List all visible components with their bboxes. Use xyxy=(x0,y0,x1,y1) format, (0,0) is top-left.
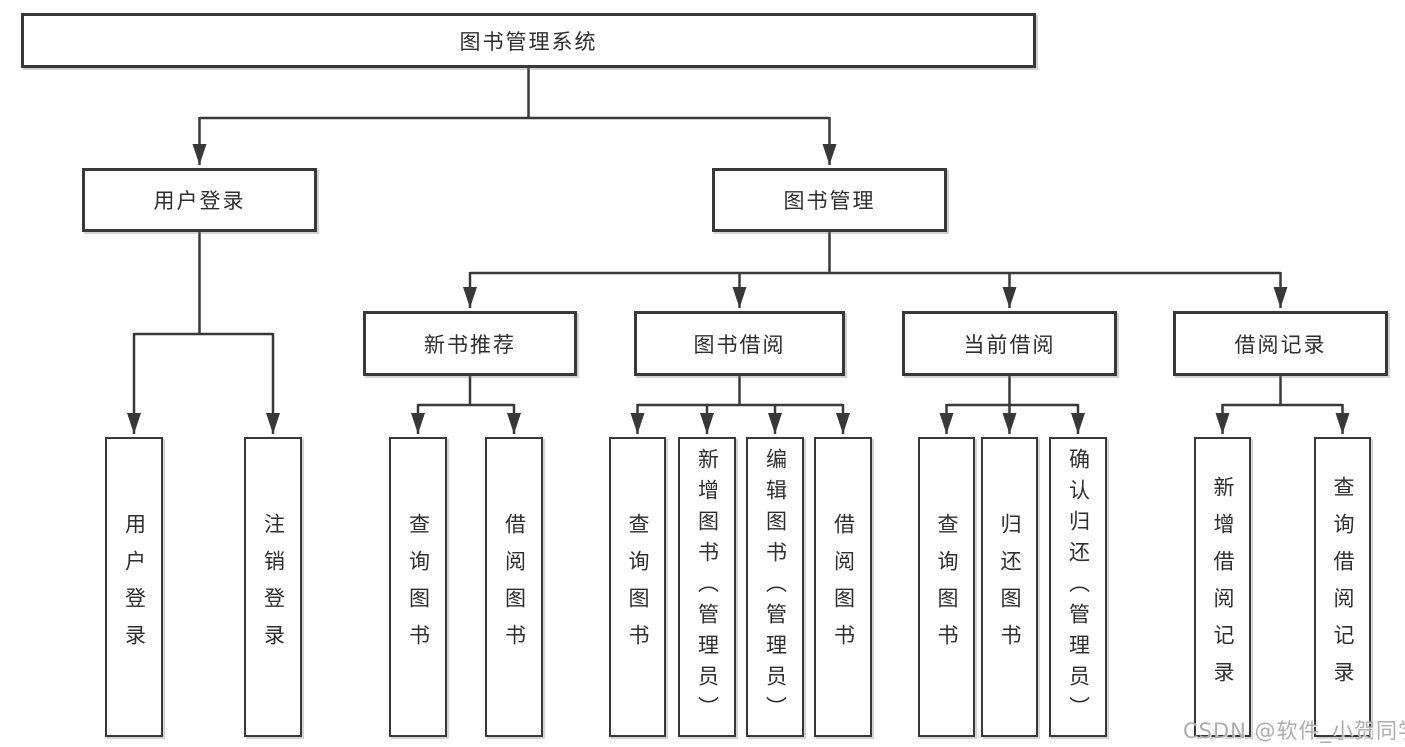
watermark: CSDN @软件_小贺同学 xyxy=(1183,719,1405,743)
connector-current-borrow-branch xyxy=(939,376,1085,434)
node-label: 新增图书（管理员） xyxy=(695,447,720,727)
node-borrow-records: 借阅记录 xyxy=(1173,311,1388,376)
node-label: 新书推荐 xyxy=(424,332,516,357)
node-label: 查询图书 xyxy=(935,513,959,661)
node-label: 当前借阅 xyxy=(963,332,1056,357)
node-label: 编辑图书（管理员） xyxy=(763,447,788,727)
node-user-login: 用户登录 xyxy=(82,168,317,232)
node-book-borrow: 图书借阅 xyxy=(634,311,845,376)
node-leaf-bb-query-books: 查询图书 xyxy=(609,437,666,737)
connector-book-borrow-branch xyxy=(630,376,850,434)
node-leaf-br-add-record: 新增借阅记录 xyxy=(1194,437,1251,737)
node-leaf-bb-borrow-books: 借阅图书 xyxy=(814,437,872,737)
node-leaf-bb-add-books-admin: 新增图书（管理员） xyxy=(678,437,736,737)
connector-root-to-level1 xyxy=(192,68,837,165)
node-label: 新增借阅记录 xyxy=(1211,476,1235,698)
node-label: 借阅图书 xyxy=(831,513,856,661)
node-label: 图书管理系统 xyxy=(459,29,598,54)
node-label: 注销登录 xyxy=(261,513,286,661)
node-leaf-cb-query-books: 查询图书 xyxy=(918,437,975,737)
node-leaf-user-login: 用户登录 xyxy=(105,437,163,737)
node-label: 查询图书 xyxy=(406,513,431,661)
node-leaf-br-query-record: 查询借阅记录 xyxy=(1314,437,1371,737)
node-label: 查询图书 xyxy=(626,513,650,661)
node-leaf-cb-return-books: 归还图书 xyxy=(981,437,1038,737)
node-label: 用户登录 xyxy=(153,189,246,213)
connector-book-mgmt-branch xyxy=(463,232,1288,308)
node-current-borrow: 当前借阅 xyxy=(902,311,1117,376)
node-leaf-logout: 注销登录 xyxy=(244,437,302,737)
connector-user-login-branch xyxy=(127,232,280,434)
connector-borrow-records-branch xyxy=(1215,376,1350,434)
node-label: 查询借阅记录 xyxy=(1331,476,1355,698)
node-label: 借阅记录 xyxy=(1234,332,1327,357)
node-label: 图书借阅 xyxy=(693,332,786,357)
node-book-mgmt: 图书管理 xyxy=(712,168,947,232)
connector-new-book-rec-branch xyxy=(411,376,521,434)
node-label: 图书管理 xyxy=(783,189,876,213)
node-label: 归还图书 xyxy=(998,513,1022,661)
node-leaf-nb-query-books: 查询图书 xyxy=(389,437,447,737)
node-label: 用户登录 xyxy=(122,513,147,661)
node-leaf-bb-edit-books-admin: 编辑图书（管理员） xyxy=(746,437,804,737)
node-leaf-nb-borrow-books: 借阅图书 xyxy=(485,437,543,737)
node-root: 图书管理系统 xyxy=(21,13,1036,68)
node-leaf-cb-confirm-return-admin: 确认归还（管理员） xyxy=(1049,437,1107,737)
node-label: 确认归还（管理员） xyxy=(1066,447,1091,727)
node-new-book-rec: 新书推荐 xyxy=(363,311,577,376)
node-label: 借阅图书 xyxy=(502,513,527,661)
